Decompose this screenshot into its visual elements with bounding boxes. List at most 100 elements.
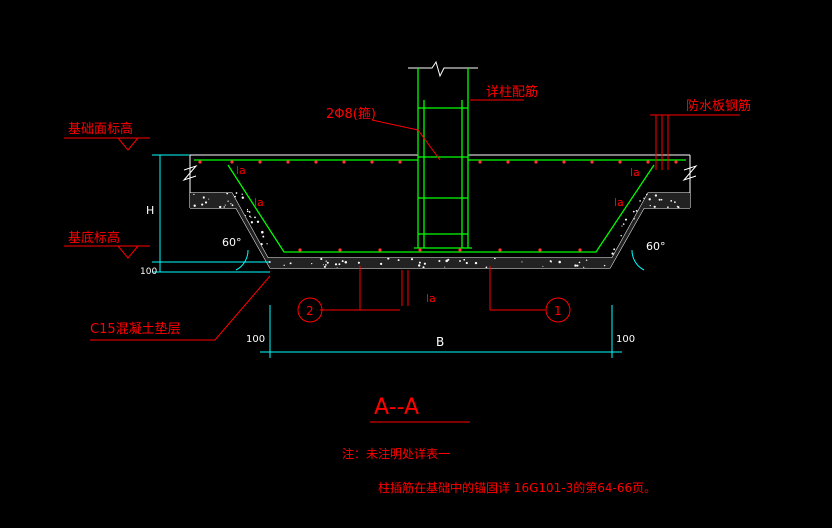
cushion-hatch <box>190 192 690 269</box>
hatch-dot <box>667 206 669 209</box>
hatch-dot <box>658 198 661 201</box>
rebar-dot <box>506 160 510 164</box>
hatch-dot <box>204 201 208 204</box>
hatch-dot <box>578 261 581 264</box>
hatch-dot <box>603 264 606 267</box>
la-label-3: la <box>426 292 436 305</box>
hatch-dot <box>397 259 400 262</box>
hatch-dot <box>246 208 249 211</box>
rebar-dot <box>198 160 202 164</box>
hatch-dot <box>624 218 628 221</box>
rebar-dot <box>314 160 318 164</box>
leader-lines <box>64 99 740 423</box>
hatch-dot <box>639 200 641 202</box>
hatch-dot <box>283 264 285 266</box>
dim-height-label: H <box>146 204 154 217</box>
hatch-dot <box>635 210 638 212</box>
rebar-dot <box>578 248 582 252</box>
hatch-dot <box>463 258 466 261</box>
rebar-dot <box>562 160 566 164</box>
hatch-dot <box>344 260 348 264</box>
hatch-dot <box>249 215 251 218</box>
column-reinf-label: 详柱配筋 <box>486 84 538 100</box>
hatch-dot <box>474 261 478 265</box>
note-line-1: 注：未注明处详表一 <box>342 446 450 461</box>
hatch-dot <box>410 258 414 261</box>
hatch-dot <box>326 261 329 264</box>
hatch-dot <box>459 260 461 262</box>
hatch-dot <box>649 204 651 207</box>
hatch-dot <box>422 266 425 269</box>
bubble-2-label: 2 <box>306 304 314 318</box>
hatch-dot <box>244 214 247 217</box>
bubble-1-circle <box>545 297 571 323</box>
hatch-dot <box>266 243 268 245</box>
hatch-dot <box>223 206 225 208</box>
hatch-dot <box>323 265 326 268</box>
bubble-1-label: 1 <box>554 304 562 318</box>
hatch-dot <box>230 203 232 205</box>
angle-right-label: 60° <box>646 240 666 253</box>
section-title: A--A <box>374 395 419 420</box>
la-label-2: la <box>254 196 264 209</box>
hatch-dot <box>254 216 256 219</box>
hatch-dot <box>357 261 360 264</box>
hatch-dot <box>248 211 251 213</box>
rebar-dot <box>478 160 482 164</box>
hatch-dot <box>202 196 205 199</box>
rebar-dot <box>458 248 462 252</box>
hatch-dot <box>633 218 635 220</box>
hatch-dot <box>311 262 313 265</box>
foundation-top-label: 基础面标高 <box>68 121 133 137</box>
hatch-dot <box>648 198 651 201</box>
hatch-dot <box>379 262 383 266</box>
dim-left-100-label: 100 <box>246 334 265 345</box>
hatch-dot <box>444 266 446 268</box>
rebar-dot <box>538 248 542 252</box>
hatch-dot <box>246 210 249 213</box>
hatch-dot <box>241 196 244 199</box>
hatch-dot <box>438 259 441 263</box>
hatch-dot <box>224 204 226 206</box>
hatch-dot <box>235 192 238 194</box>
hatch-dot <box>338 263 341 266</box>
hatch-dot <box>341 260 344 263</box>
rebar-dot <box>342 160 346 164</box>
rebar-dot <box>418 248 422 252</box>
hatch-dot <box>289 262 292 265</box>
hatch-dot <box>231 204 234 207</box>
hatch-dot <box>549 260 552 263</box>
la-label-1: la <box>236 164 246 177</box>
hatch-dot <box>558 260 561 264</box>
hatch-dot <box>387 257 390 260</box>
hatch-dot <box>260 243 263 246</box>
rebar-dot <box>230 160 234 164</box>
note-line-2: 柱插筋在基础中的锚固详 16G101-3的第64-66页。 <box>378 480 656 495</box>
hatch-dot <box>445 259 448 263</box>
hatch-dot <box>325 260 327 262</box>
bubble-2-circle <box>297 297 323 323</box>
hatch-dot <box>336 267 338 269</box>
hatch-dot <box>193 193 195 196</box>
hatch-dot <box>674 201 676 203</box>
hatch-dot <box>677 206 680 209</box>
hatch-dot <box>632 210 635 213</box>
rebar-dot <box>646 160 650 164</box>
hatch-dot <box>643 197 645 199</box>
dim-bottom-100-label: 100 <box>140 267 157 277</box>
rebar-dot <box>674 160 678 164</box>
hatch-dot <box>201 203 204 206</box>
hatch-dot <box>611 252 614 255</box>
dim-width-label: B <box>436 335 444 349</box>
hatch-dot <box>646 193 648 196</box>
rebar-dot <box>298 248 302 252</box>
hatch-dot <box>521 261 523 263</box>
hatch-dot <box>208 198 210 200</box>
hatch-dot <box>583 266 585 268</box>
hatch-dot <box>226 192 229 195</box>
rebar-dot <box>618 160 622 164</box>
dim-right-100-label: 100 <box>616 334 635 345</box>
hatch-dot <box>417 264 421 267</box>
hatch-dot <box>621 225 623 227</box>
hatch-dot <box>654 194 658 197</box>
